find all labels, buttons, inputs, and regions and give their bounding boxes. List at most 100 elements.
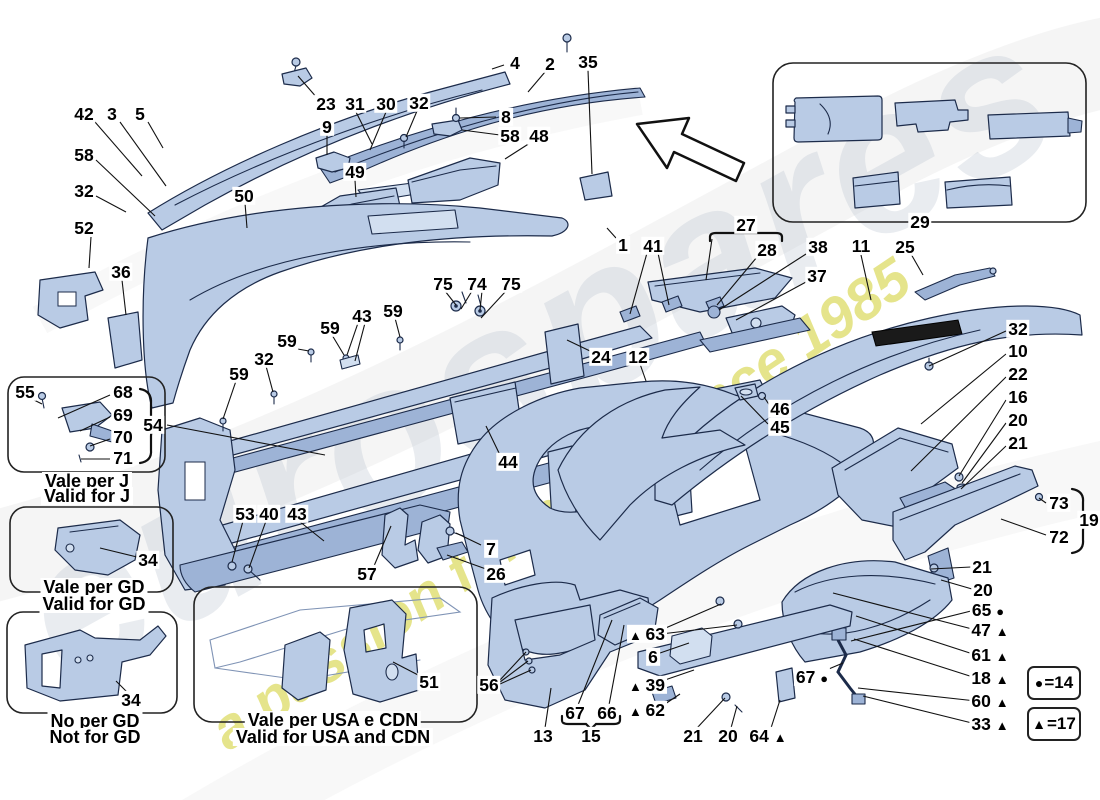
part-label-67: 67 <box>563 702 587 723</box>
leader-line <box>961 422 1007 484</box>
part-label-59: 59 <box>381 300 405 321</box>
part-label-48: 48 <box>527 125 551 146</box>
part-label-29: 29 <box>908 211 932 232</box>
part-label-34: 34 <box>136 549 160 570</box>
part-label-20: 20 <box>1006 409 1030 430</box>
leader-line <box>730 705 738 729</box>
leader-line <box>910 376 1007 472</box>
legend-triangle-value: =17 <box>1047 714 1076 733</box>
part-label-43: 43 <box>285 503 309 524</box>
latch-cluster-37-38-28-41 <box>619 267 811 353</box>
leader-line <box>115 680 128 693</box>
part-label-24: 24 <box>589 346 613 367</box>
leader-line <box>659 642 690 654</box>
leader-line <box>121 279 127 316</box>
part-label-37: 37 <box>805 265 829 286</box>
leader-line <box>718 253 807 311</box>
leader-line <box>587 69 593 175</box>
valid-j-note-en: Valid for J <box>40 487 134 505</box>
latch-45-46 <box>734 383 767 401</box>
part-label-36: 36 <box>109 261 133 282</box>
leader-line <box>1038 497 1047 504</box>
usa-cdn-note-en: Valid for USA and CDN <box>232 728 434 746</box>
part-label-72: 72 <box>1047 526 1071 547</box>
leader-line <box>459 116 497 119</box>
leader-line <box>99 547 138 558</box>
leader-line <box>960 445 1007 490</box>
part-label-70: 70 <box>111 426 135 447</box>
part-label-19: 19 <box>1077 509 1100 530</box>
lower-rails-6-39-62-63-64 <box>637 596 853 713</box>
leader-line <box>657 252 670 306</box>
leader-line <box>354 179 357 198</box>
leader-line <box>166 424 326 456</box>
leader-line <box>455 532 482 546</box>
part-label-15: 15 <box>579 725 603 746</box>
leader-line <box>222 380 237 420</box>
part-label-1: 1 <box>616 234 630 255</box>
leader-line <box>577 619 613 706</box>
part-label-21: 21 <box>1006 432 1030 453</box>
linkage-25 <box>914 267 997 301</box>
part-label-41: 41 <box>641 235 665 256</box>
part-label-11: 11 <box>849 235 873 256</box>
part-label-63: ▲ 63 <box>627 623 667 644</box>
leader-line <box>95 159 156 217</box>
part-label-23: 23 <box>314 93 338 114</box>
valid-gd-part-34 <box>54 519 141 576</box>
part-label-2: 2 <box>543 53 557 74</box>
part-label-49: 49 <box>343 161 367 182</box>
leader-line <box>460 290 473 310</box>
part-label-25: 25 <box>893 236 917 257</box>
part-label-75: 75 <box>431 273 455 294</box>
leader-line <box>95 195 127 213</box>
leader-line <box>354 322 366 362</box>
leader-line <box>660 603 722 631</box>
usa-cdn-parts <box>209 597 462 703</box>
part-label-38: 38 <box>806 236 830 257</box>
part-label-68: 68 <box>111 381 135 402</box>
part-label-42: 42 <box>72 103 96 124</box>
part-label-73: 73 <box>1047 492 1071 513</box>
leader-line <box>485 425 501 456</box>
part-label-66: 66 <box>595 702 619 723</box>
part-label-58: 58 <box>72 144 96 165</box>
leader-line <box>770 699 781 729</box>
leader-line <box>1000 518 1047 536</box>
part-label-10: 10 <box>1006 340 1030 361</box>
part-label-61: 61 ▲ <box>969 644 1011 665</box>
dashboard-top-pad-11 <box>654 305 1083 506</box>
support-brackets-57-26-7 <box>227 507 473 581</box>
part-label-69: 69 <box>111 404 135 425</box>
leader-line <box>231 520 244 563</box>
part-label-8: 8 <box>499 106 513 127</box>
part-label-39: ▲ 39 <box>627 674 667 695</box>
leader-line <box>544 687 552 729</box>
leader-line <box>958 399 1007 477</box>
trim-35 <box>579 171 613 201</box>
leader-line <box>850 609 976 642</box>
part-label-4: 4 <box>508 52 522 73</box>
part-label-59: 59 <box>318 317 342 338</box>
legend-triangle: ▲=17 <box>1027 707 1081 741</box>
part-label-31: 31 <box>343 93 367 114</box>
part-label-59: 59 <box>227 363 251 384</box>
leader-line <box>862 695 977 725</box>
part-label-33: 33 ▲ <box>969 713 1011 734</box>
valid-gd-note-it: Vale per GD <box>40 578 148 596</box>
leader-line <box>244 202 248 229</box>
leader-line <box>566 339 591 352</box>
leader-line <box>910 253 924 276</box>
not-gd-part-34 <box>24 625 167 702</box>
leader-line <box>629 252 648 315</box>
valid-j-note-it: Vale per J <box>41 472 133 490</box>
leader-line <box>405 110 418 138</box>
usa-cdn-note-it: Vale per USA e CDN <box>244 711 422 729</box>
part-label-60: 60 ▲ <box>969 690 1011 711</box>
part-label-62: ▲ 62 <box>627 699 667 720</box>
part-label-40: 40 <box>257 503 281 524</box>
bracket-52 <box>37 271 104 329</box>
part-label-20: 20 <box>716 725 740 746</box>
